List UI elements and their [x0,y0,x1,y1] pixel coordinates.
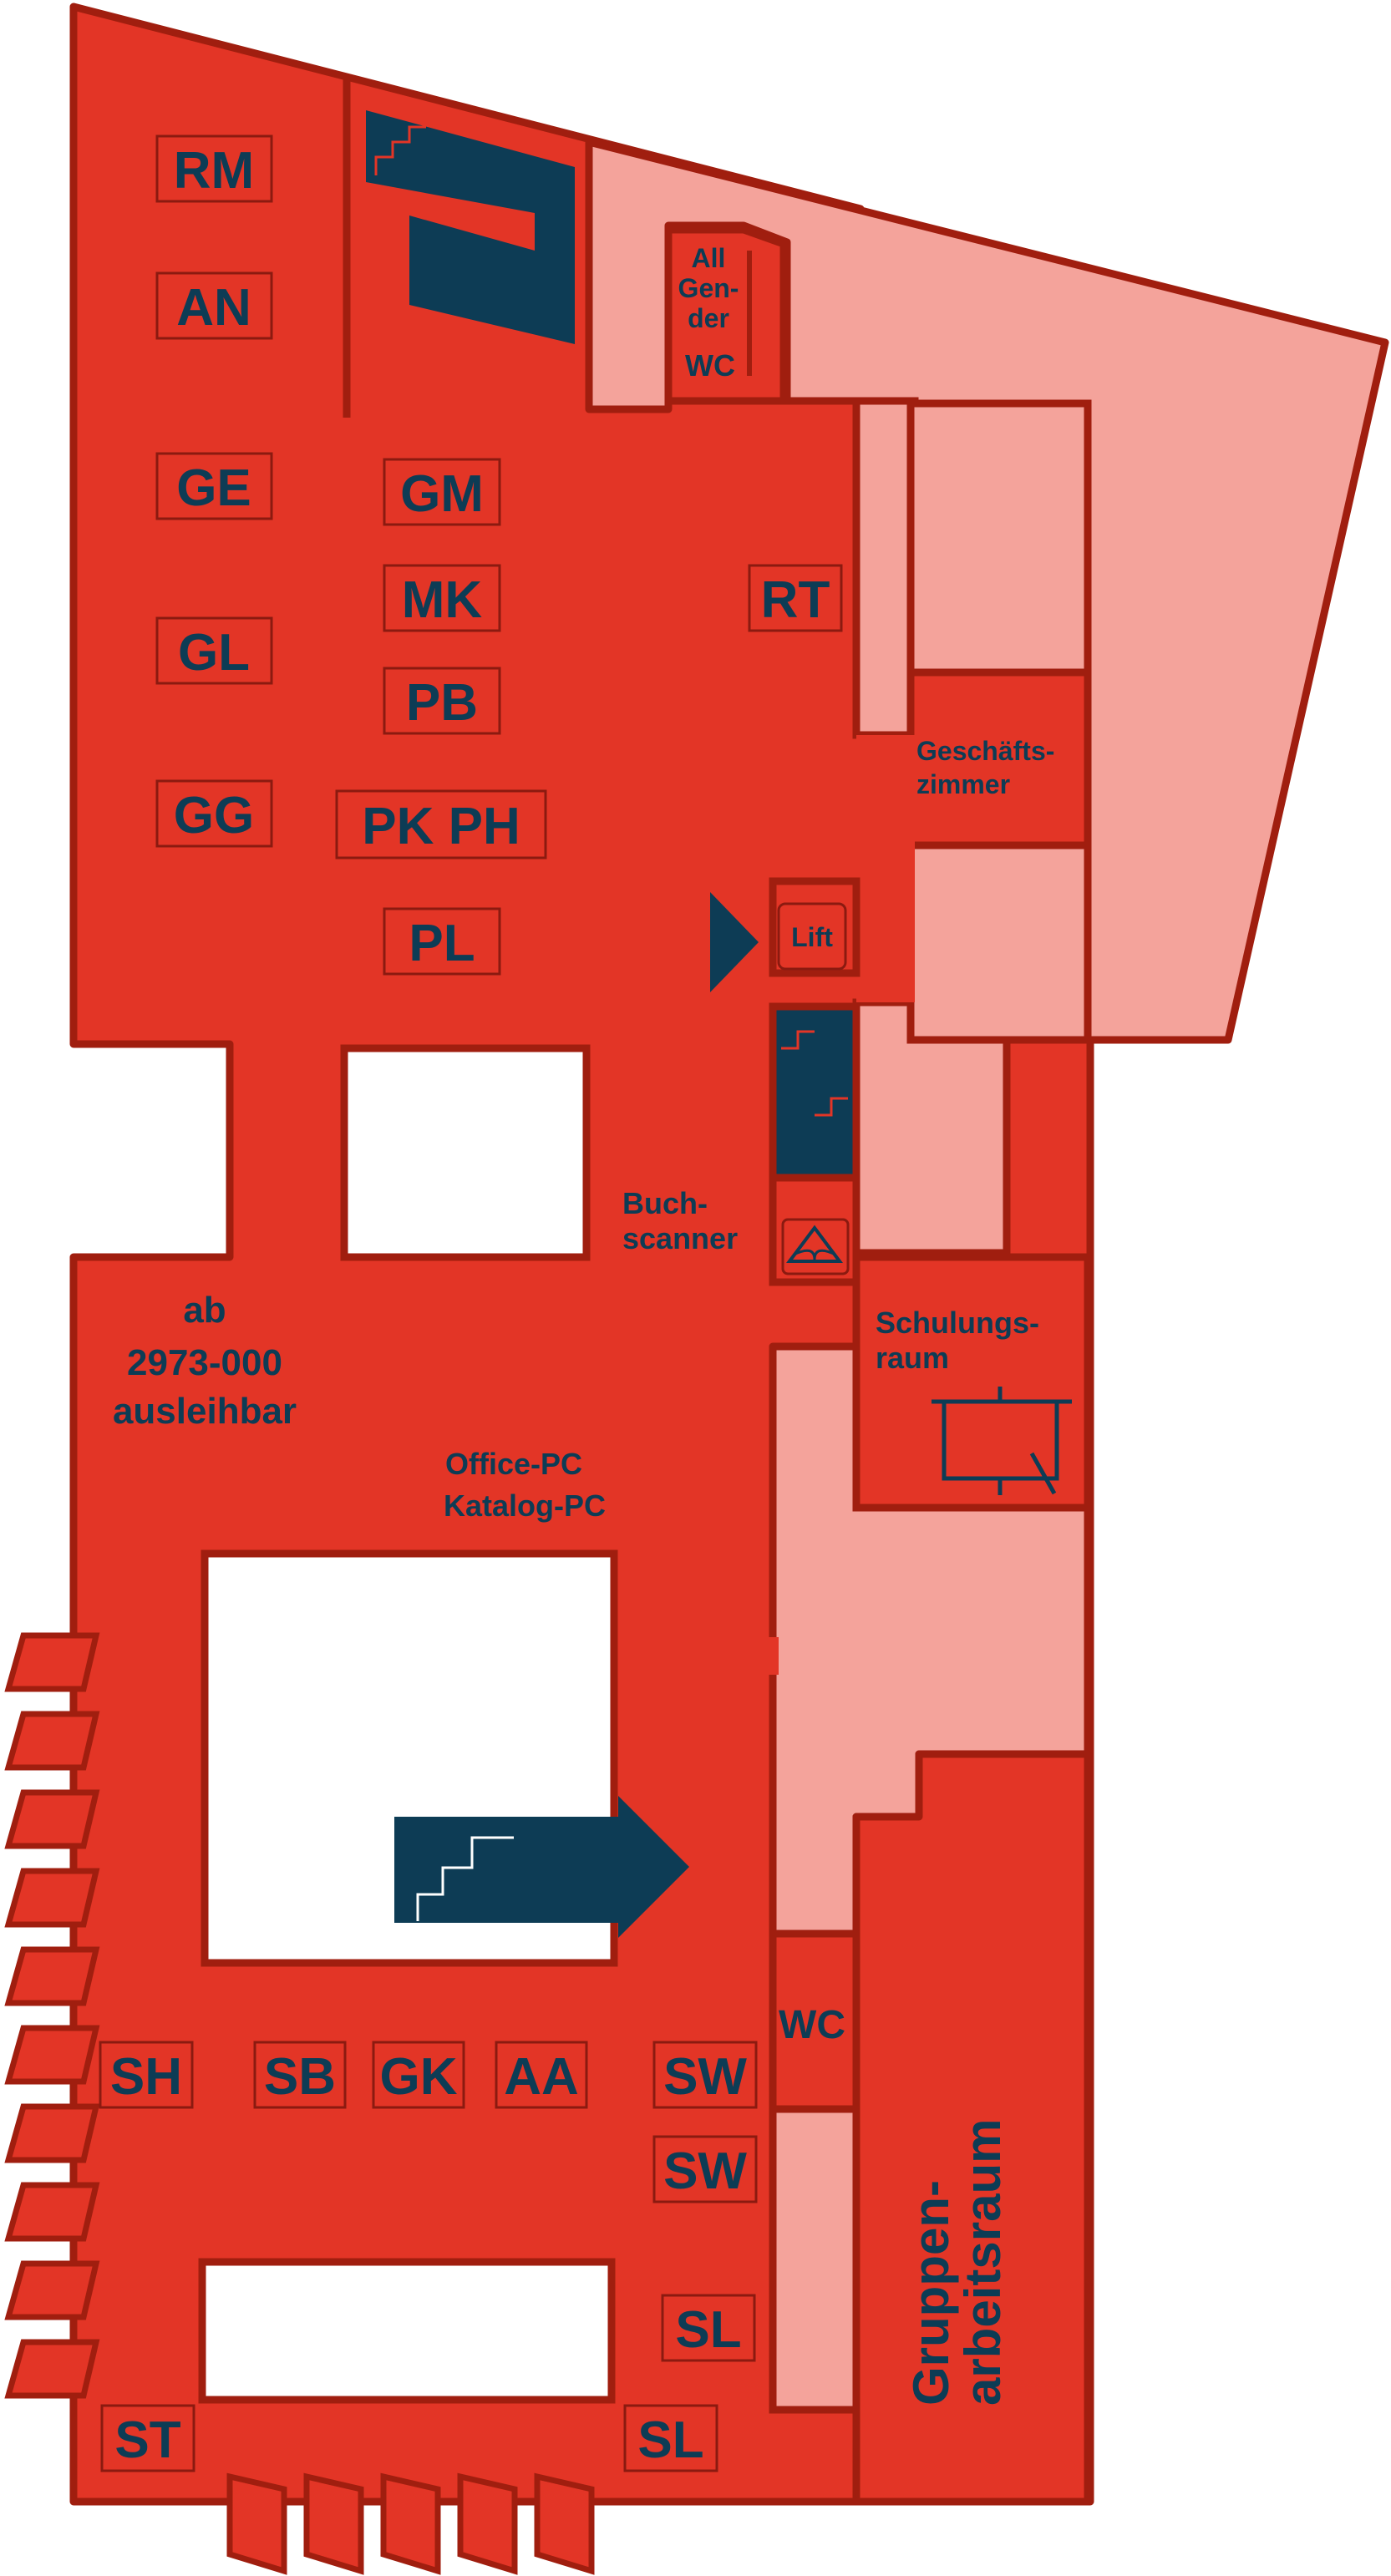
restricted-corridor [852,397,919,739]
svg-text:PK PH: PK PH [362,798,520,855]
wc-room [769,1929,860,2113]
svg-text:arbeitsraum: arbeitsraum [955,2119,1011,2406]
svg-text:2973-000: 2973-000 [127,1342,282,1383]
svg-text:PB: PB [406,674,478,732]
schulungsraum-room [852,1253,1092,1512]
svg-text:Katalog-PC: Katalog-PC [444,1488,606,1523]
svg-text:SW: SW [663,2142,747,2200]
svg-text:Gen-: Gen- [678,273,739,303]
svg-text:SH: SH [110,2048,182,2106]
svg-text:Gruppen-: Gruppen- [903,2180,959,2406]
shelf-sl-2: SL [623,2404,718,2472]
svg-text:AN: AN [176,279,251,337]
stairs-icon [781,1030,848,1117]
shelf-gm: GM [383,458,501,526]
svg-text:RT: RT [761,571,830,629]
book-scanner-icon [781,1218,850,1275]
gruppenarbeitsraum-label: Gruppen- arbeitsraum [903,2119,1011,2406]
stairs-icon [366,110,575,344]
shelf-rt: RT [748,564,843,632]
shelf-pk-ph: PK PH [335,789,547,860]
scanner-room [769,1174,860,1286]
svg-text:ausleihbar: ausleihbar [113,1391,297,1432]
shelf-aa: AA [495,2041,588,2109]
shelf-sw-2: SW [652,2135,758,2203]
svg-text:MK: MK [402,571,483,629]
shelf-sw-1: SW [652,2041,758,2109]
svg-text:All: All [692,243,726,273]
svg-text:ST: ST [114,2411,180,2469]
svg-text:scanner: scanner [622,1221,738,1255]
all-gender-wc-label: All Gen- der WC [678,243,739,383]
lending-note: ab 2973-000 ausleihbar [113,1290,297,1432]
shelf-sh: SH [99,2041,194,2109]
svg-text:SL: SL [675,2301,741,2359]
office-room-top [906,399,1092,677]
svg-text:GG: GG [174,787,254,844]
door-gap [767,1637,779,1675]
shelf-gk: GK [372,2041,465,2109]
geschaeftszimmer-label: Geschäfts- zimmer [916,736,1054,799]
shelf-ge: GE [155,452,273,520]
entrance-stubs-south [226,2472,595,2575]
svg-text:Schulungs-: Schulungs- [876,1306,1039,1340]
svg-text:GE: GE [176,459,251,517]
stairwell-east [769,1002,860,1182]
entrance-stubs-west [4,1632,100,2399]
svg-text:WC: WC [685,348,735,383]
lift-arrow-icon [710,892,759,992]
svg-text:PL: PL [409,915,475,972]
shelf-st: ST [100,2404,195,2472]
shelf-gg: GG [155,779,273,848]
shelf-gl: GL [155,616,273,685]
svg-text:RM: RM [174,142,254,200]
stairs-down-arrow-icon [394,1796,689,1938]
svg-text:ab: ab [183,1290,226,1331]
svg-text:GL: GL [178,624,250,682]
void-north [340,1044,591,1261]
svg-text:Office-PC: Office-PC [445,1447,582,1481]
svg-text:SB: SB [264,2048,336,2106]
computers-note: Office-PC Katalog-PC [444,1447,606,1523]
projector-screen-icon [932,1387,1072,1495]
wc-label: WC [779,2003,845,2047]
schulungsraum-label: Schulungs- raum [876,1306,1039,1375]
svg-text:SL: SL [637,2411,703,2469]
lift-label: Lift [791,922,833,952]
svg-text:zimmer: zimmer [916,769,1010,799]
lift-shaft [769,877,860,977]
shelf-sb: SB [253,2041,347,2109]
restricted-corridor-lower [852,998,1011,1257]
all-gender-wc-room [664,226,788,405]
lift-door [777,902,847,971]
restricted-strip-south [769,2105,860,2414]
svg-text:Geschäfts-: Geschäfts- [916,736,1054,766]
svg-text:AA: AA [504,2048,579,2106]
shelf-an: AN [155,271,273,340]
shelf-sl-1: SL [661,2294,756,2362]
svg-text:der: der [688,303,729,333]
buchscanner-label: Buch- scanner [622,1186,738,1255]
svg-text:raum: raum [876,1341,949,1375]
void-south [198,2258,616,2404]
svg-text:GK: GK [380,2048,458,2106]
svg-text:GM: GM [400,465,484,523]
svg-text:Buch-: Buch- [622,1186,708,1220]
gruppenarbeitsraum-room [852,1750,1092,2506]
shelf-rm: RM [155,134,273,203]
shelf-mk: MK [383,564,501,632]
shelf-pb: PB [383,667,501,735]
corridor-link [856,735,915,1002]
shelf-pl: PL [383,907,501,976]
office-room-bottom [906,841,1092,1044]
svg-text:SW: SW [663,2048,747,2106]
